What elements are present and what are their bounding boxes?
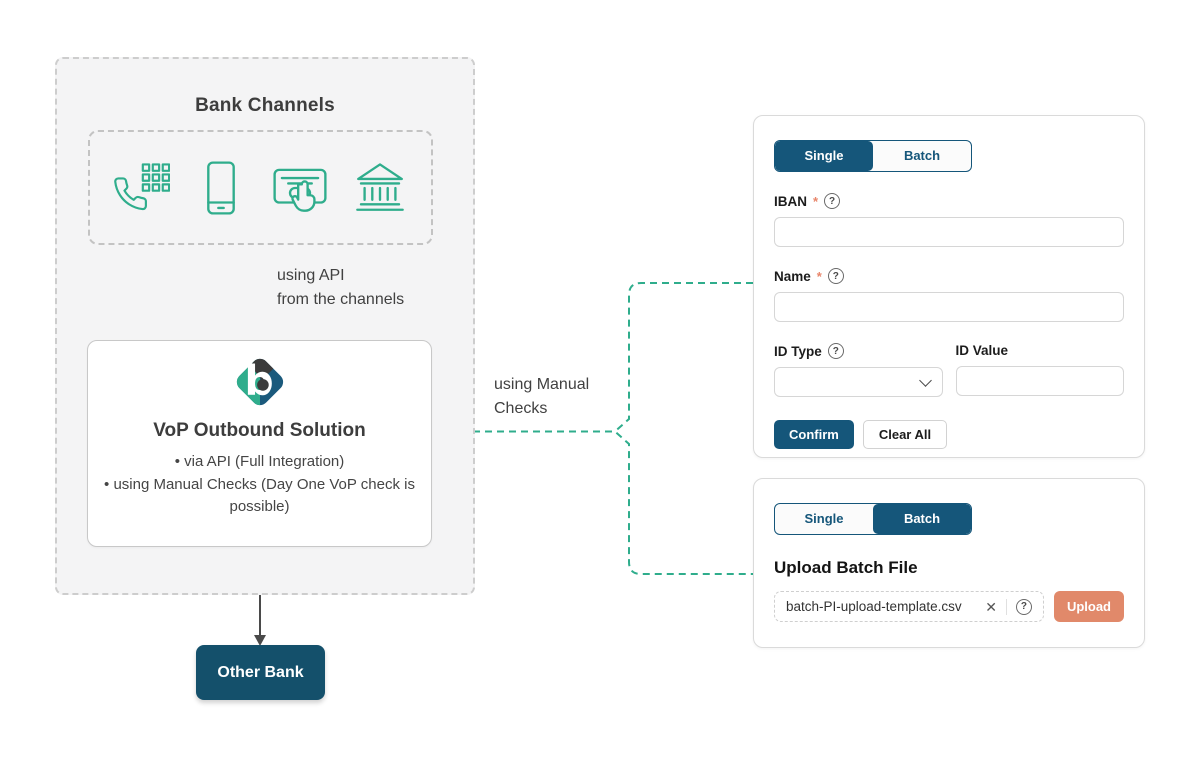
other-bank-node: Other Bank: [196, 645, 325, 700]
clear-file-icon[interactable]: ✕: [985, 598, 997, 615]
required-asterisk: *: [813, 193, 819, 209]
manual-checks-connector: [447, 282, 753, 575]
id-value-input[interactable]: [955, 366, 1124, 396]
card-tap-icon: [273, 168, 327, 212]
divider: [1005, 598, 1007, 615]
iban-label: IBAN: [774, 193, 807, 209]
vop-bullet: via API (Full Integration): [94, 451, 425, 474]
file-upload-row: batch-PI-upload-template.csv ✕ ? Upload: [774, 591, 1124, 622]
id-value-label: ID Value: [955, 343, 1009, 358]
id-value-label-row: ID Value: [956, 343, 1125, 358]
help-icon[interactable]: ?: [827, 343, 844, 359]
manual-checks-label-line2: Checks: [494, 400, 548, 417]
api-arrow-label-line2: from the channels: [277, 291, 405, 308]
vop-outbound-solution-box: b VoP Outbound Solution via API (Full In…: [87, 340, 432, 547]
tab-single[interactable]: Single: [804, 511, 844, 526]
single-panel-tab-group: Single Batch: [774, 140, 972, 172]
manual-checks-label: using Manual Checks: [494, 373, 589, 421]
help-icon[interactable]: ?: [1015, 598, 1032, 615]
id-type-select[interactable]: [774, 367, 943, 397]
tab-single[interactable]: Single: [775, 141, 873, 171]
name-label-row: Name * ?: [774, 268, 1124, 284]
help-icon[interactable]: ?: [824, 193, 841, 209]
api-arrow-label: using API from the channels: [277, 264, 404, 312]
name-input[interactable]: [774, 292, 1124, 322]
batch-panel-tab-group: Single Batch: [774, 503, 972, 535]
chevron-down-icon: [918, 373, 932, 387]
id-fields-row: ID Type ? ID Value: [774, 322, 1124, 397]
vop-title: VoP Outbound Solution: [153, 420, 366, 441]
iban-input[interactable]: [774, 217, 1124, 247]
single-check-panel: Single Batch IBAN * ? Name * ? ID Type ?: [753, 115, 1145, 458]
api-arrow-label-line1: using API: [277, 267, 345, 284]
upload-button[interactable]: Upload: [1053, 591, 1124, 622]
id-type-column: ID Type ?: [774, 322, 943, 397]
tab-batch[interactable]: Batch: [903, 148, 941, 163]
channels-box: [88, 130, 433, 245]
file-field[interactable]: batch-PI-upload-template.csv ✕ ?: [774, 591, 1044, 622]
upload-batch-file-heading: Upload Batch File: [774, 558, 918, 577]
required-asterisk: *: [816, 268, 822, 284]
iban-label-row: IBAN * ?: [774, 193, 1124, 209]
smartphone-icon: [206, 160, 235, 215]
vop-bullet-list: via API (Full Integration) using Manual …: [88, 451, 431, 519]
id-type-label-row: ID Type ?: [774, 343, 943, 359]
bank-building-icon: [356, 162, 405, 211]
id-type-label: ID Type: [774, 343, 822, 359]
vop-bullet: using Manual Checks (Day One VoP check i…: [94, 474, 425, 519]
bank-channels-title: Bank Channels: [195, 95, 335, 116]
vop-logo-icon: b: [232, 355, 287, 409]
name-label: Name: [774, 268, 811, 284]
confirm-button[interactable]: Confirm: [774, 420, 854, 449]
file-name: batch-PI-upload-template.csv: [786, 599, 962, 614]
bank-channels-container: Bank Channels: [55, 57, 475, 595]
tab-batch[interactable]: Batch: [873, 504, 971, 534]
logo-dot: [256, 379, 269, 391]
phone-keypad-icon: [113, 162, 170, 210]
manual-checks-label-line1: using Manual: [494, 376, 590, 393]
clear-all-button[interactable]: Clear All: [862, 420, 948, 449]
batch-upload-panel: Single Batch Upload Batch File batch-PI-…: [753, 478, 1145, 648]
form-buttons-row: Confirm Clear All: [774, 420, 1124, 449]
id-value-column: ID Value: [955, 322, 1125, 397]
help-icon[interactable]: ?: [827, 268, 844, 284]
connector-bracket: [613, 282, 753, 575]
